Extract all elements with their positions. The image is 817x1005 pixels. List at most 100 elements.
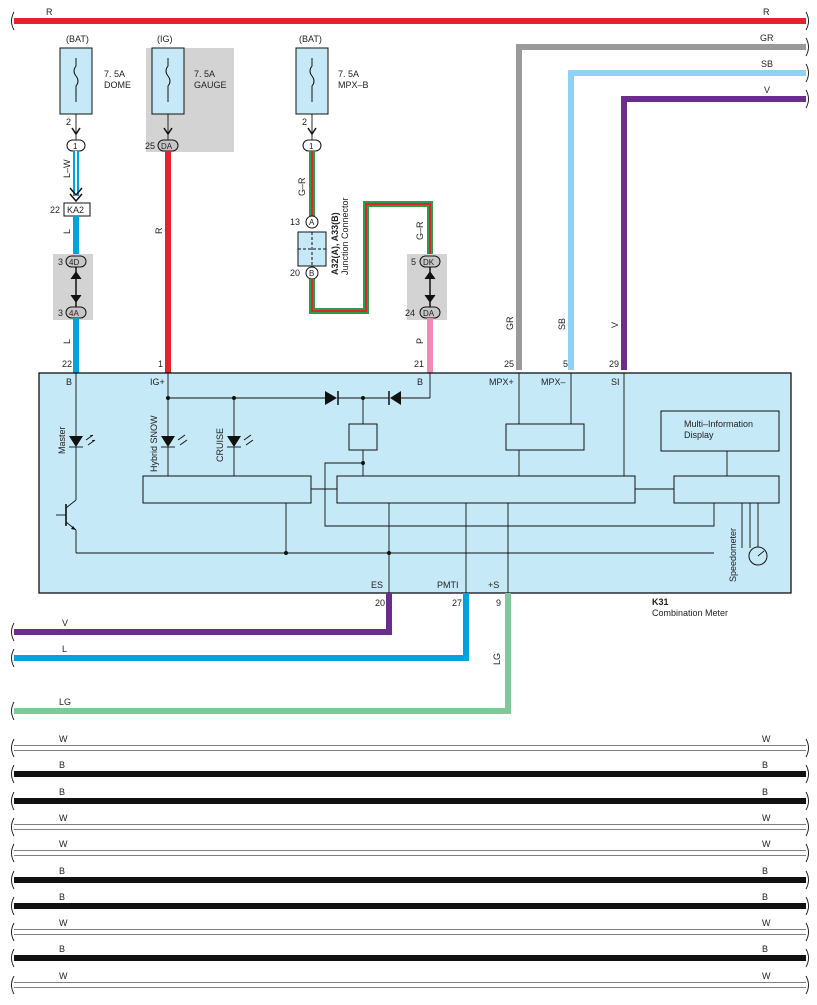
fuse-dome: (BAT) 7. 5A DOME 2 (59, 34, 131, 127)
break-mark (11, 817, 15, 837)
bus-label-left: B (59, 892, 65, 902)
bus-label-left: B (59, 866, 65, 876)
meter-pin-20: 20 (375, 598, 385, 608)
bus-label-right: B (762, 866, 768, 876)
bus-label-right: W (762, 734, 771, 744)
regulator-block (348, 423, 378, 451)
break-mark (11, 870, 15, 890)
mid-line2: Display (684, 430, 714, 440)
break-mark (805, 948, 809, 968)
break-mark (805, 870, 809, 890)
connector-da-gauge-pin: 25 (145, 141, 155, 151)
diode-right (390, 391, 401, 405)
break-mark (11, 843, 15, 863)
break-mark (11, 701, 15, 721)
wire-lg-vertical-label: LG (492, 653, 502, 665)
term-ig: IG+ (150, 377, 165, 387)
break-mark (11, 738, 15, 758)
bus-r-right-label: R (763, 7, 770, 17)
term-plus-s: +S (488, 580, 499, 590)
fuse-dome-body (59, 47, 93, 115)
wire-l-w-label: L–W (62, 159, 72, 178)
break-mark (805, 975, 809, 995)
connector-da-gauge-label: DA (161, 142, 173, 151)
wire-l-lower-label: L (62, 339, 72, 344)
label-cruise: CRUISE (215, 428, 225, 462)
connector-dk-label: DK (423, 258, 435, 267)
break-mark (11, 948, 15, 968)
label-master: Master (57, 426, 67, 454)
bus-label-right: B (762, 892, 768, 902)
break-mark (805, 89, 809, 109)
conn-b-label: B (309, 269, 314, 278)
break-mark (11, 922, 15, 942)
left-branch: 1 L–W KA2 22 L 4D 3 4A 3 L 22 (50, 114, 93, 373)
break-mark (11, 11, 15, 31)
term-es: ES (371, 580, 383, 590)
bus-label-right: B (762, 787, 768, 797)
bus-wire-sb (568, 70, 806, 370)
meter-pin-5: 5 (563, 359, 568, 369)
ic-right (673, 475, 780, 504)
fuse-gauge-body (151, 47, 185, 115)
break-mark (11, 764, 15, 784)
master-led (69, 436, 83, 447)
break-mark (805, 11, 809, 31)
bus-v-label: V (764, 85, 770, 95)
bus-label-left: W (59, 971, 68, 981)
fuse-mpxb-name: MPX–B (338, 80, 369, 90)
right-input-labels: GR SB V 25 5 29 (504, 316, 620, 369)
wire-g-r-out-label: G–R (415, 221, 425, 240)
ig-branch: DA 25 R 1 (145, 114, 179, 373)
bus-wire-gr (516, 44, 806, 370)
bus-sb-label: SB (761, 59, 773, 69)
multi-info-display (660, 410, 780, 452)
wire-p-label: P (415, 338, 425, 344)
break-mark (11, 975, 15, 995)
led-rays (177, 434, 188, 446)
bus-label-right: W (762, 918, 771, 928)
wire-g-r-loop-stripe (311, 203, 431, 312)
terminal-arrow (307, 127, 317, 136)
wire-g-r-in-label: G–R (297, 177, 307, 196)
term-pmti: PMTI (437, 580, 459, 590)
conn-b-pin: 20 (290, 268, 300, 278)
terminal-arrow (71, 127, 81, 136)
break-mark (805, 764, 809, 784)
double-arrow (70, 271, 82, 303)
bus-label-right: W (762, 839, 771, 849)
wire-lg-s (14, 593, 511, 714)
fuse-mpxb-body (295, 47, 329, 115)
top-bus: R R GR SB V (11, 7, 809, 370)
mid-line1: Multi–Information (684, 419, 753, 429)
bus-label-left: W (59, 839, 68, 849)
bottom-outputs: 20 27 9 V L LG LG (11, 593, 511, 721)
cruise-led (227, 436, 241, 447)
term-mpx-minus: MPX– (541, 377, 566, 387)
fuse-gauge-rating: 7. 5A (194, 69, 215, 79)
bus-label-left: W (59, 734, 68, 744)
mpxb-branch: 1 G–R A 13 B 20 A32(A), A33(B) Junction … (290, 114, 447, 373)
break-mark (805, 896, 809, 916)
meter-pin-27: 27 (452, 598, 462, 608)
meter-name: Combination Meter (652, 608, 728, 618)
bus-label-right: W (762, 813, 771, 823)
break-mark (11, 648, 15, 668)
wire-r-ig-label: R (154, 227, 164, 234)
bus-gr-label: GR (760, 33, 774, 43)
wire-l-pmti (14, 593, 469, 661)
connector-4a-pin: 3 (58, 308, 63, 318)
meter-pin-9: 9 (496, 598, 501, 608)
bus-label-right: B (762, 944, 768, 954)
fuse-symbol (309, 58, 315, 102)
break-mark (805, 63, 809, 83)
transistor-lead (65, 499, 77, 509)
wire-l-pmti-label: L (62, 644, 67, 654)
bus-label-right: B (762, 760, 768, 770)
conn-a (305, 215, 319, 229)
junction-subtitle: Junction Connector (340, 197, 350, 275)
fuse-gauge: (IG) 7. 5A GAUGE (146, 34, 234, 152)
fuse-dome-source: (BAT) (66, 34, 89, 44)
